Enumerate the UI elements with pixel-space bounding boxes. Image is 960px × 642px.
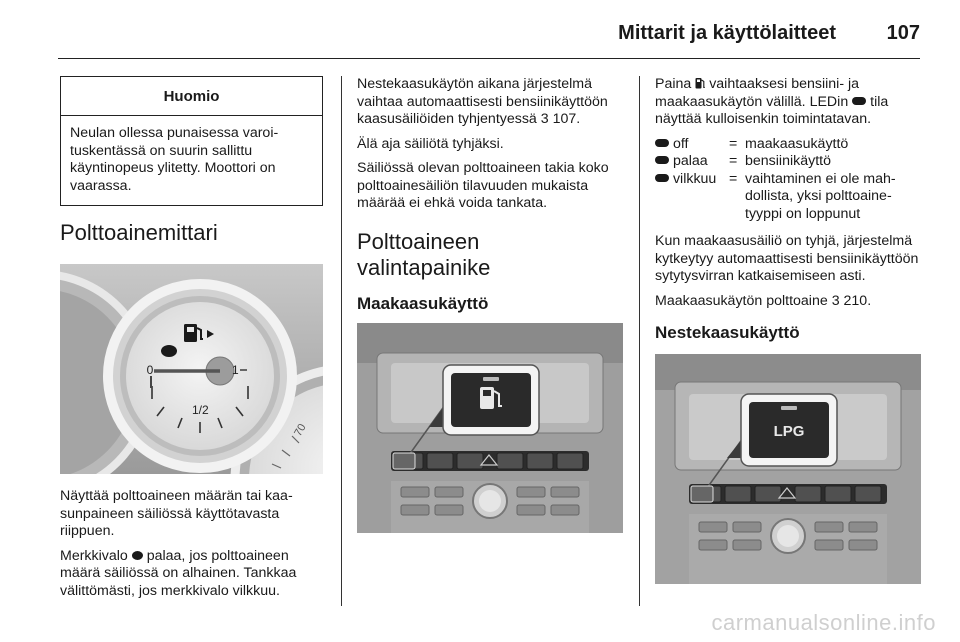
low-fuel-lamp-icon <box>161 345 177 357</box>
cng-fuel-ref: Maakaasukäytön polttoaine 3 210. <box>655 293 921 311</box>
scale-label-full: 1 <box>232 363 239 377</box>
led-meaning: maakaasukäyttö <box>745 135 849 152</box>
led-state-row: vilkkuu = vaihtaminen ei ole mah­dollista,… <box>655 171 921 224</box>
led-icon <box>655 138 669 147</box>
cng-console-illustration <box>357 322 623 533</box>
do-not-run-empty: Älä aja säiliötä tyhjäksi. <box>357 135 504 152</box>
low-fuel-lamp-icon <box>131 550 143 560</box>
section-heading-fuel-gauge: Polttoainemittari <box>60 220 218 245</box>
page-number: 107 <box>886 22 920 44</box>
running-title: Mittarit ja käyttölaitteet <box>618 22 836 44</box>
notice-box: Huomio Neulan ollessa punaisessa varoi­t… <box>60 76 323 206</box>
page-ref: 107. <box>552 111 581 127</box>
selector-intro-a: Paina <box>655 76 692 92</box>
led-state-label: vilkkuu <box>672 170 717 187</box>
fuel-gauge-illustration: 0 1 1/2 70 <box>60 264 323 474</box>
led-indicator <box>483 376 499 381</box>
selector-intro-c: tila näyttää kulloisenkin toimintatavan. <box>655 93 889 128</box>
column-divider <box>639 76 640 606</box>
fuel-lamp-text-b: palaa, jos polttoaineen määrä säiliössä … <box>60 547 297 599</box>
fuel-pump-icon <box>184 324 214 342</box>
lpg-console-illustration: LPG <box>655 354 921 584</box>
page-ref: 210. <box>843 292 872 309</box>
speedo-scale-label: 70 <box>292 422 309 439</box>
fuel-gauge-desc: Näyttää polttoaineen määrän tai kaa­sunp… <box>60 488 293 539</box>
led-state-cell: palaa <box>655 153 729 171</box>
led-equals: = <box>729 170 738 187</box>
led-state-cell: off <box>655 136 729 154</box>
fuel-gauge-figure: 0 1 1/2 70 <box>60 264 323 474</box>
column-2: Nestekaasukäytön aikana järjes­telmä vai… <box>357 76 623 533</box>
lpg-auto-switch-text: Nestekaasukäytön aikana järjes­telmä vai… <box>357 76 623 129</box>
subheading-cng: Maakaasukäyttö <box>357 293 489 313</box>
page-ref-arrow-icon: 3 <box>540 111 549 127</box>
selector-intro-b: vaihtaaksesi bensiini- ja maakaasukäytön… <box>655 76 860 110</box>
selector-intro: Paina vaihtaaksesi bensiini- ja maakaasu… <box>655 76 921 129</box>
column-3: Paina vaihtaaksesi bensiini- ja maakaasu… <box>655 76 921 584</box>
page-ref-arrow-icon: 3 <box>831 292 840 309</box>
led-state-table: off=maakaasukäyttö palaa=bensiinikäyttö … <box>655 136 921 224</box>
lpg-button-label: LPG <box>774 423 805 440</box>
led-state-row: palaa = bensiinikäyttö <box>655 153 921 171</box>
lpg-auto-switch-sentence: Nestekaasukäytön aikana järjes­telmä vai… <box>357 76 608 127</box>
cng-fuel-ref-text: Maakaasukäytön polttoaine <box>655 292 828 309</box>
tank-capacity-note: Säiliössä olevan polttoaineen takia koko… <box>357 160 609 211</box>
led-indicator <box>781 406 797 410</box>
led-state-row: off = maakaasukäyttö <box>655 136 921 154</box>
lpg-button-figure: LPG <box>655 354 921 584</box>
fuel-lamp-text-a: Merkkivalo <box>60 547 128 564</box>
led-state-label: off <box>672 135 689 152</box>
column-1: Huomio Neulan ollessa punaisessa varoi­t… <box>60 76 323 607</box>
lpg-selector-button <box>749 402 829 458</box>
cng-empty-note: Kun maakaasusäiliö on tyhjä, järjes­telm… <box>655 233 919 284</box>
led-meaning: bensiinikäyttö <box>745 153 831 169</box>
led-state-label: palaa <box>672 153 708 169</box>
page-header: Mittarit ja käyttölaitteet 107 <box>58 18 920 59</box>
led-state-cell: vilkkuu <box>655 171 729 224</box>
fuel-pump-icon <box>695 78 706 89</box>
led-icon <box>852 96 867 105</box>
watermark: carmanualsonline.info <box>711 610 936 635</box>
led-icon <box>655 173 669 182</box>
led-equals: = <box>729 135 738 152</box>
fuel-lamp-desc: Merkkivalo palaa, jos polttoaineen määrä… <box>60 548 323 601</box>
led-meaning: vaihtaminen ei ole mah­dollista, yksi po… <box>745 170 896 222</box>
notice-heading: Huomio <box>61 77 322 116</box>
subheading-lpg: Nestekaasukäyttö <box>655 323 800 342</box>
led-equals: = <box>729 153 738 169</box>
scale-label-empty: 0 <box>147 363 154 377</box>
cng-button-figure <box>357 322 623 533</box>
column-divider <box>341 76 342 606</box>
fuel-pump-icon <box>480 386 502 409</box>
section-heading-fuel-selector: Polttoaineen valintapainike <box>357 228 491 280</box>
led-icon <box>655 156 669 164</box>
notice-body: Neulan ollessa punaisessa varoi­tuskentä… <box>70 125 279 194</box>
scale-label-half: 1/2 <box>192 403 209 417</box>
